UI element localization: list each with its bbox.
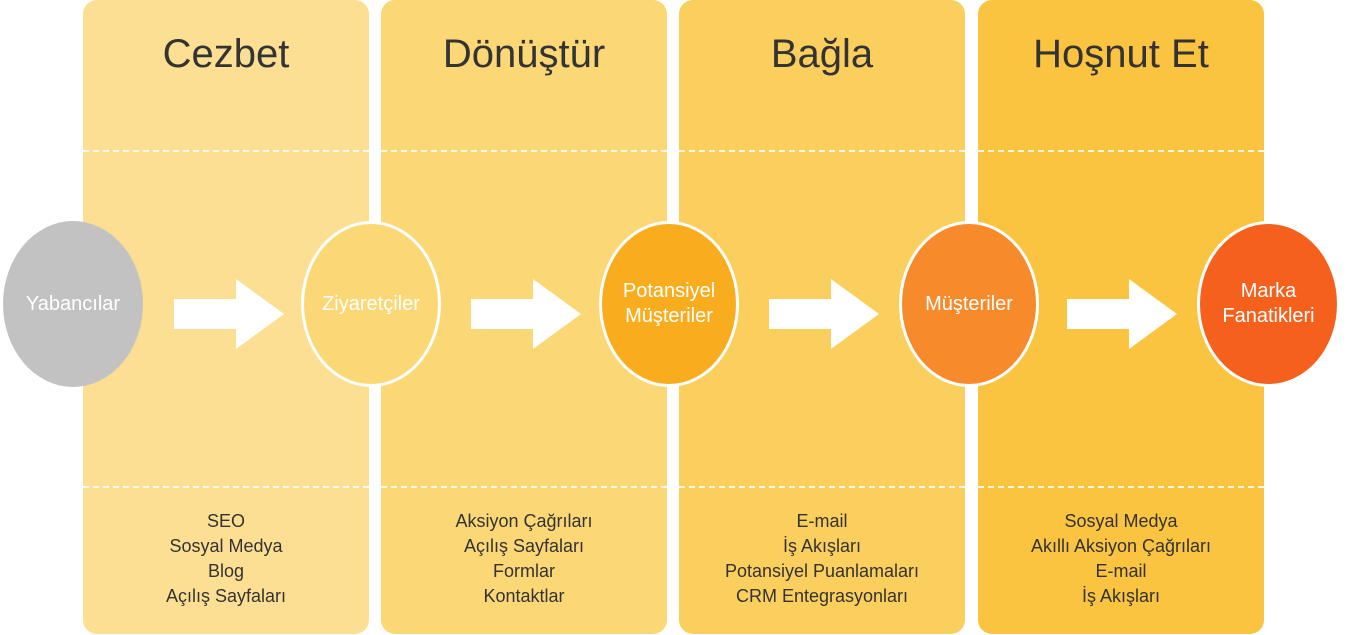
list-item: Açılış Sayfaları <box>165 586 287 606</box>
column-items: SEO Sosyal Medya Blog Açılış Sayfaları <box>83 509 369 609</box>
list-item: Açılış Sayfaları <box>463 536 585 556</box>
stage-visitors: Ziyaretçiler <box>301 221 441 387</box>
stage-label: Yabancılar <box>25 292 121 315</box>
list-item: Aksiyon Çağrıları <box>455 511 593 531</box>
divider <box>83 486 369 488</box>
list-item: E-mail <box>1095 561 1147 581</box>
list-item: Akıllı Aksiyon Çağrıları <box>1030 536 1212 556</box>
divider <box>978 150 1264 152</box>
list-item: Sosyal Medya <box>1064 511 1178 531</box>
list-item: Blog <box>207 561 245 581</box>
column-title: Cezbet <box>162 32 290 76</box>
stage-label: Müşteriler <box>925 292 1013 315</box>
stage-strangers: Yabancılar <box>3 221 143 387</box>
column-items: Aksiyon Çağrıları Açılış Sayfaları Forml… <box>381 509 667 609</box>
stage-label: Ziyaretçiler <box>322 292 420 315</box>
column-items: E-mail İş Akışları Potansiyel Puanlamala… <box>679 509 965 609</box>
list-item: İş Akışları <box>1081 586 1161 606</box>
arrow-right-icon <box>1067 279 1177 349</box>
list-item: E-mail <box>796 511 848 531</box>
list-item: İş Akışları <box>782 536 862 556</box>
list-item: Potansiyel Puanlamaları <box>724 561 920 581</box>
divider <box>381 486 667 488</box>
column-title: Hoşnut Et <box>1033 32 1209 76</box>
column-title: Bağla <box>770 32 874 76</box>
stage-leads: Potansiyel Müşteriler <box>599 221 739 387</box>
list-item: SEO <box>206 511 245 531</box>
divider <box>83 150 369 152</box>
list-item: Kontaktlar <box>483 586 565 606</box>
stage-customers: Müşteriler <box>899 221 1039 387</box>
stage-label: Potansiyel Müşteriler <box>622 280 716 327</box>
divider <box>978 486 1264 488</box>
arrow-right-icon <box>471 279 581 349</box>
divider <box>381 150 667 152</box>
divider <box>679 150 965 152</box>
column-title: Dönüştür <box>442 32 606 76</box>
column-items: Sosyal Medya Akıllı Aksiyon Çağrıları E-… <box>978 509 1264 609</box>
divider <box>679 486 965 488</box>
stage-label: Marka Fanatikleri <box>1222 280 1315 327</box>
arrow-right-icon <box>769 279 879 349</box>
stage-promoters: Marka Fanatikleri <box>1197 221 1340 387</box>
list-item: Sosyal Medya <box>169 536 283 556</box>
list-item: CRM Entegrasyonları <box>735 586 909 606</box>
list-item: Formlar <box>493 561 555 581</box>
arrow-right-icon <box>174 279 284 349</box>
